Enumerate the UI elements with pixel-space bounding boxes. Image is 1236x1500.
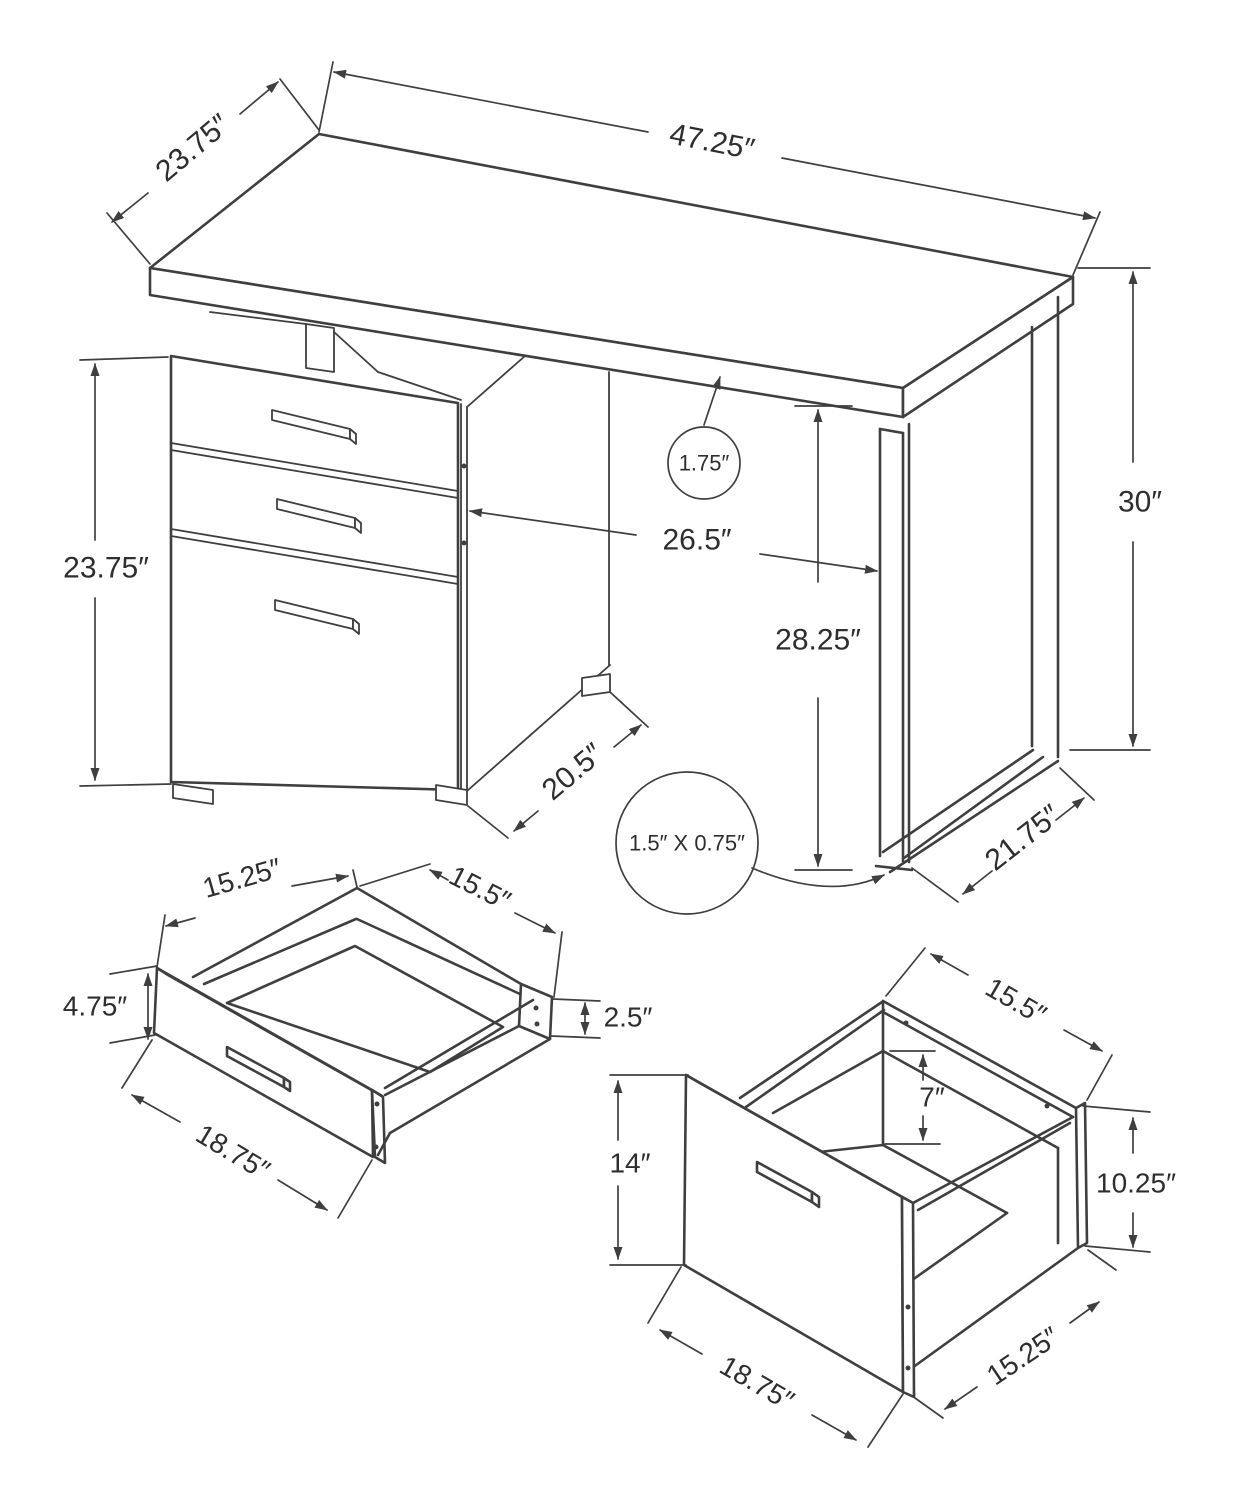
dim-leg-base-depth: 21.75″ — [911, 767, 1095, 903]
back-support-bracket — [209, 311, 462, 401]
dim-label-desk-top-depth: 23.75″ — [150, 108, 237, 189]
dim-small-drawer-depth: 15.25″ — [156, 852, 358, 968]
metal-leg-frame — [874, 295, 1060, 874]
dim-small-drawer-front-height: 4.75″ — [63, 965, 158, 1044]
dim-clearance-width: 26.5″ — [469, 508, 878, 574]
dim-small-drawer-width: 15.5″ — [359, 860, 563, 998]
small-drawer-view: 15.25″ 15.5″ 4.75″ 2.5″ — [63, 852, 653, 1219]
dim-label-desk-top-length: 47.25″ — [667, 118, 758, 167]
dim-top-thickness-callout: 1.75″ — [667, 376, 741, 500]
dim-cabinet-height: 23.75″ — [63, 356, 172, 787]
cabinet-feet — [172, 673, 611, 806]
dim-file-drawer-inner-height: 7″ — [884, 1050, 945, 1145]
cabinet-side-panel — [460, 355, 611, 792]
drawer-cabinet — [169, 354, 611, 806]
dim-label-leg-base-depth: 21.75″ — [979, 798, 1067, 877]
dim-file-drawer-front-height: 14″ — [609, 1074, 689, 1266]
dim-leg-profile-callout: 1.5″ X 0.75″ — [615, 771, 885, 915]
dim-label-small-drawer-side-height: 2.5″ — [604, 1002, 653, 1033]
desk-assembly-view: 23.75″ 47.25″ 30″ 1.75″ 26.5 — [63, 61, 1162, 915]
dim-label-file-drawer-front-width: 18.75″ — [715, 1350, 800, 1417]
file-drawer-box — [682, 999, 1089, 1399]
dim-label-file-drawer-side-depth: 15.25″ — [981, 1321, 1065, 1391]
file-drawer-view: 15.5″ 7″ 14″ 10.25″ — [609, 947, 1176, 1448]
dim-label-small-drawer-front-width: 18.75″ — [191, 1118, 276, 1186]
dim-label-file-drawer-inner-height: 7″ — [919, 1082, 945, 1113]
small-drawer-box — [152, 886, 554, 1165]
dim-label-top-thickness: 1.75″ — [679, 451, 730, 476]
dim-label-small-drawer-depth: 15.25″ — [199, 852, 285, 904]
dim-label-cabinet-height: 23.75″ — [63, 552, 149, 585]
dim-label-file-drawer-front-height: 14″ — [609, 1148, 650, 1179]
dim-label-small-drawer-front-height: 4.75″ — [63, 991, 127, 1022]
dim-label-file-drawer-top-width: 15.5″ — [980, 971, 1051, 1030]
dim-label-clearance-width: 26.5″ — [662, 524, 731, 557]
dim-clearance-height: 28.25″ — [775, 405, 861, 871]
drawer-handles — [271, 409, 362, 635]
dim-label-clearance-height: 28.25″ — [775, 624, 861, 657]
dim-file-drawer-side-depth: 15.25″ — [914, 1249, 1117, 1419]
dim-label-small-drawer-width: 15.5″ — [444, 860, 516, 917]
dim-file-drawer-side-height: 10.25″ — [1082, 1105, 1176, 1253]
drawer-dividers — [170, 442, 459, 585]
dim-small-drawer-side-height: 2.5″ — [550, 998, 653, 1039]
dim-label-leg-profile: 1.5″ X 0.75″ — [629, 831, 745, 856]
dim-desk-height: 30″ — [1069, 267, 1162, 751]
dim-label-cabinet-depth: 20.5″ — [536, 737, 610, 807]
dim-label-desk-height: 30″ — [1118, 486, 1162, 519]
dim-label-file-drawer-side-height: 10.25″ — [1096, 1168, 1176, 1199]
